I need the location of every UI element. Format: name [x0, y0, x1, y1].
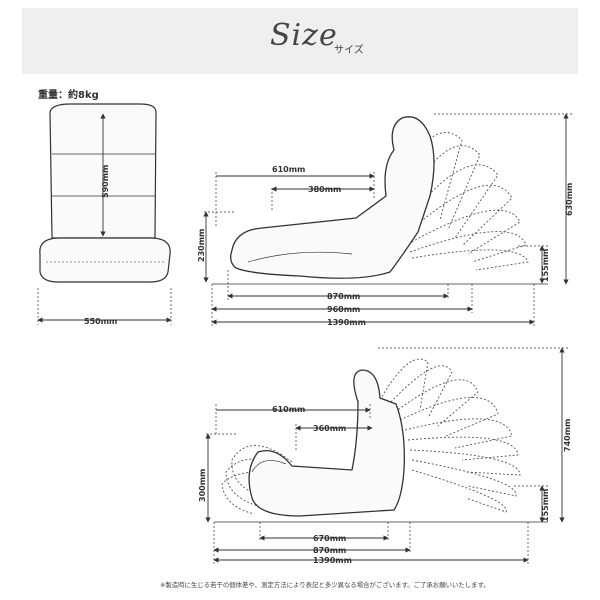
- front-width-label: 550mm: [84, 317, 117, 326]
- side-top-155-label: 155mm: [541, 249, 550, 282]
- side-bottom-360-label: 360mm: [313, 424, 346, 433]
- side-bottom-670-label: 670mm: [313, 534, 346, 543]
- side-bottom-1390-label: 1390mm: [313, 556, 352, 565]
- side-top-960-label: 960mm: [327, 305, 360, 314]
- side-top-630-label: 630mm: [565, 183, 574, 216]
- size-title: Size: [270, 18, 338, 53]
- side-top-870-label: 870mm: [327, 292, 360, 301]
- front-height-label: 590mm: [101, 165, 110, 198]
- side-top-1390-label: 1390mm: [327, 318, 366, 327]
- side-bottom-155-label: 155mm: [541, 489, 550, 522]
- side-bottom-300-label: 300mm: [198, 469, 207, 502]
- side-view-chair-upright: [230, 116, 435, 279]
- size-subtitle: サイズ: [334, 45, 364, 56]
- side-bottom-610-label: 610mm: [272, 405, 305, 414]
- side-bottom-740-label: 740mm: [563, 419, 572, 452]
- side-top-230-label: 230mm: [197, 229, 206, 262]
- side-top-610-label: 610mm: [272, 165, 305, 174]
- weight-label: 重量：約8kg: [38, 90, 99, 101]
- size-banner: Size サイズ: [22, 8, 578, 74]
- side-bottom-870-label: 870mm: [313, 546, 346, 555]
- side-top-380-label: 380mm: [308, 185, 341, 194]
- footnote: ※製造時に生じる若干の個体差や、測定方法により表記と多少異なる場合がございます。…: [160, 581, 490, 589]
- side-view-chair-reclined: [248, 369, 405, 517]
